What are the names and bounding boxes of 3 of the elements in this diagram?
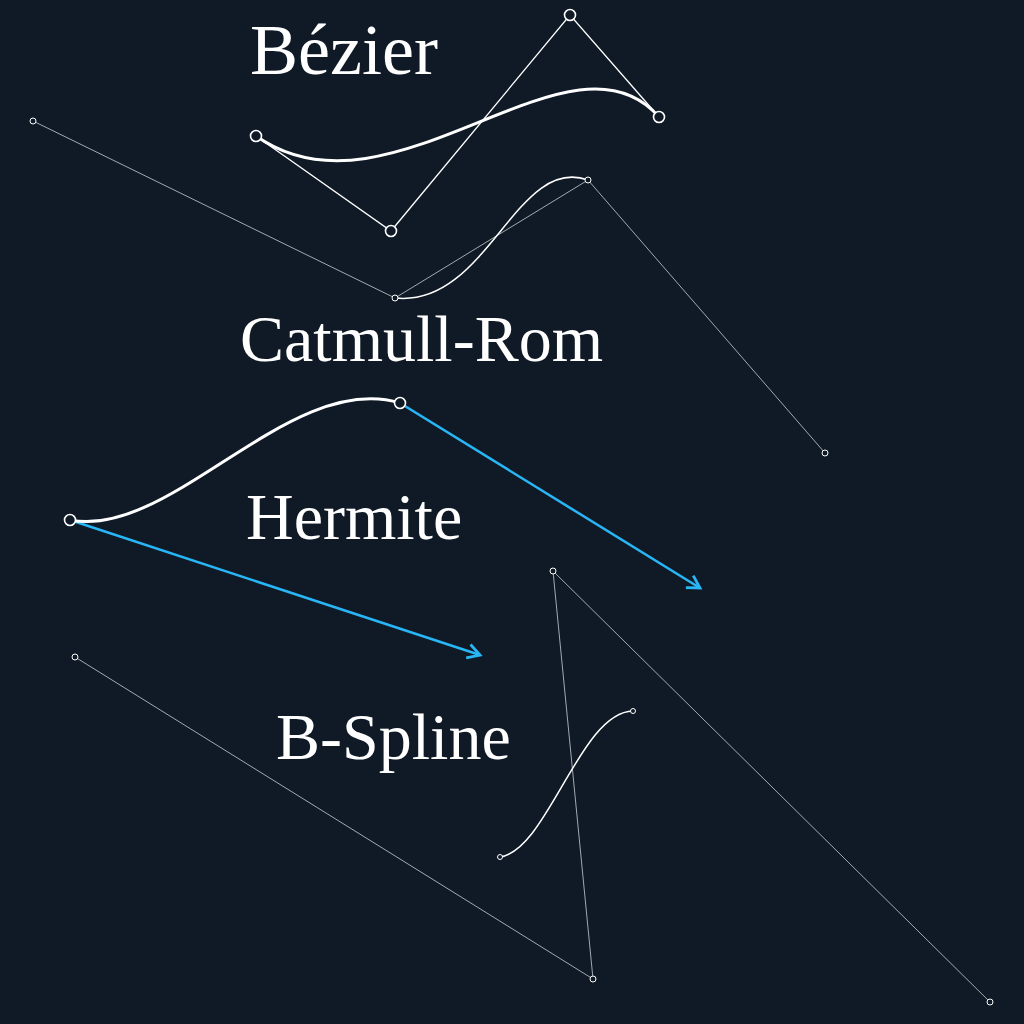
curve-title: Bézier [250, 14, 438, 86]
curve-title: Hermite [246, 484, 463, 550]
curve-title: Catmull-Rom [240, 306, 603, 372]
